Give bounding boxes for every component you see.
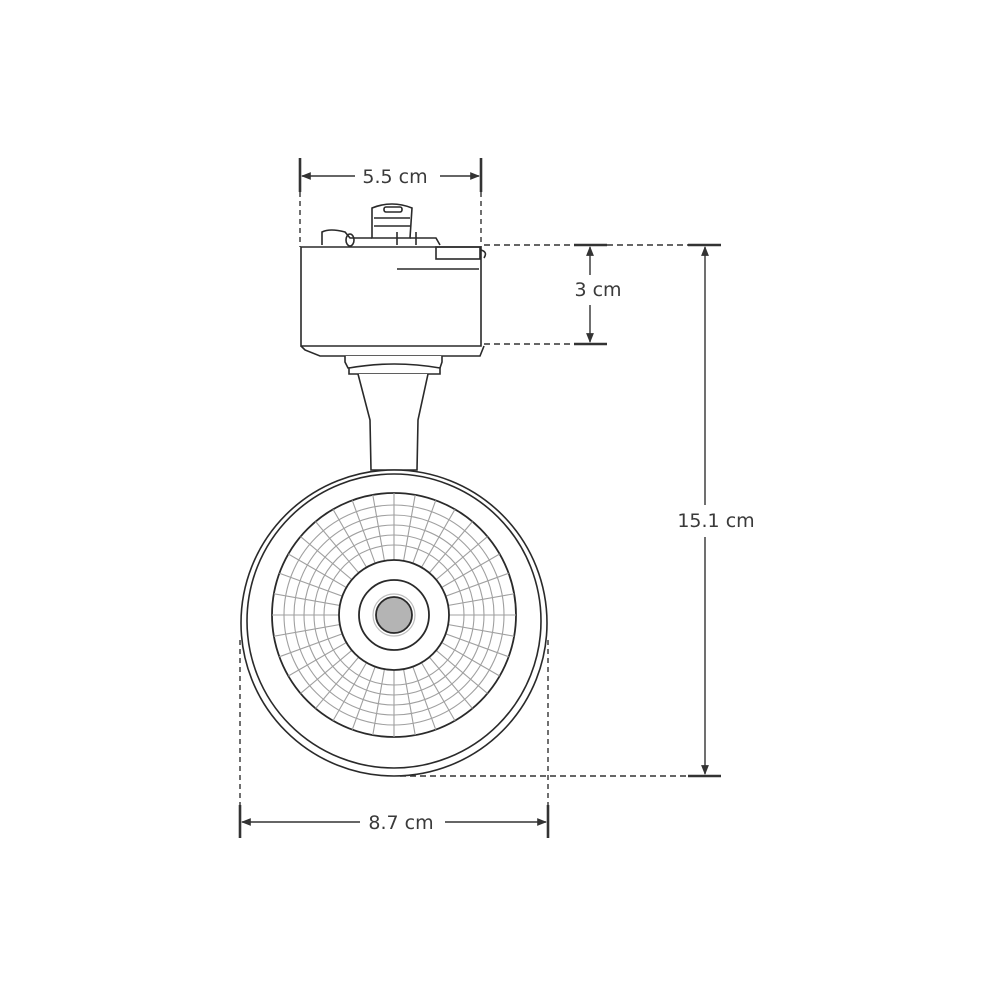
- total-height-label: 15.1 cm: [674, 510, 758, 532]
- track-adapter: [300, 203, 487, 357]
- adapter-height-label: 3 cm: [571, 279, 625, 301]
- top-width-label: 5.5 cm: [359, 166, 431, 188]
- stem: [344, 356, 443, 471]
- head-diameter-label: 8.7 cm: [365, 812, 437, 834]
- led-lens: [375, 596, 413, 634]
- dimension-lines: [238, 158, 721, 838]
- reflector-grid: [272, 493, 516, 737]
- lamp-head: [240, 469, 548, 777]
